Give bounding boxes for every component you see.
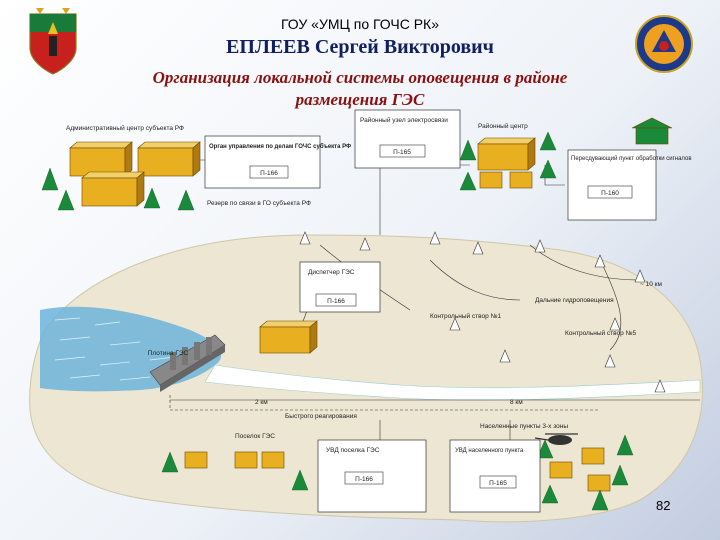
label-p166-gochs: П-166 [260, 170, 278, 177]
trees [41, 131, 634, 511]
box-gochs [204, 135, 321, 189]
coat-of-arms-icon [29, 8, 77, 75]
emchs-emblem-icon [635, 15, 693, 73]
label-distance: ~ 10 км [640, 281, 662, 288]
label-p160: П-160 [601, 190, 619, 197]
label-local-service: УВД поселка ГЭС [326, 447, 380, 454]
dam-caption: Плотина ГЭС [148, 350, 189, 357]
building-settle-2 [581, 447, 605, 465]
label-district-center: Районный центр [478, 122, 528, 130]
label-settlements: Населенные пункты 3-х зоны [480, 423, 568, 430]
label-p166-village: П-166 [355, 476, 373, 483]
label-rescue: УВД населенного пункта [455, 448, 524, 454]
building-village-1 [184, 451, 208, 469]
building-small-2 [509, 171, 533, 189]
label-gochs-body: Орган управления по делам ГОЧС субъекта … [209, 143, 351, 150]
building-admin-3 [81, 171, 145, 207]
label-village: Поселок ГЭС [235, 433, 275, 440]
label-km-right: 8 км [510, 399, 523, 406]
building-village-3 [261, 451, 285, 469]
river [204, 364, 701, 401]
box-village-service [317, 439, 427, 513]
building-hes-control [259, 320, 318, 354]
box-settlement-service [449, 439, 541, 513]
buildings [69, 117, 673, 492]
building-village-2 [234, 451, 258, 469]
label-km-left: 2 км [255, 399, 268, 406]
header-author: ЕПЛЕЕВ Сергей Викторович [226, 36, 494, 58]
page-title-line1: Организация локальной системы оповещения… [152, 68, 568, 87]
header-org: ГОУ «УМЦ по ГОЧС РК» [281, 16, 439, 32]
building-settle-1 [549, 461, 573, 479]
label-control-station: Контрольный створ №1 [430, 312, 502, 320]
label-long-range: Дальние гидроповещения [535, 297, 614, 304]
label-p166-dispatcher: П-166 [327, 298, 345, 305]
building-admin-1 [69, 141, 133, 177]
label-control-station2: Контрольный створ №5 [565, 329, 637, 337]
box-dispatcher [299, 261, 381, 313]
label-p165-settle: П-165 [489, 480, 507, 487]
radio-towers [299, 231, 666, 393]
box-relay [567, 149, 657, 221]
label-p165: П-165 [393, 149, 411, 156]
label-breakthrough-zone: Быстрого реагирования [285, 413, 357, 420]
label-relay-point: Пересдувающий пункт обработки сигналов [571, 155, 692, 162]
box-regional-node [354, 109, 461, 169]
page-number: 82 [656, 498, 671, 513]
page-title-line2: размещения ГЭС [295, 90, 425, 109]
building-district [477, 137, 536, 171]
label-admin-center: Административный центр субъекта РФ [66, 124, 184, 132]
building-settle-3 [587, 474, 611, 492]
building-small-1 [479, 171, 503, 189]
label-remote-control: Резерв по связи в ГО субъекта РФ [207, 199, 311, 207]
label-dispatcher: Диспетчер ГЭС [308, 269, 355, 276]
label-regional-node: Районный узел электросвязи [360, 116, 448, 124]
house-icon [631, 117, 673, 145]
dam [149, 334, 226, 392]
helicopter-icon [534, 433, 578, 445]
building-admin-2 [137, 141, 201, 177]
